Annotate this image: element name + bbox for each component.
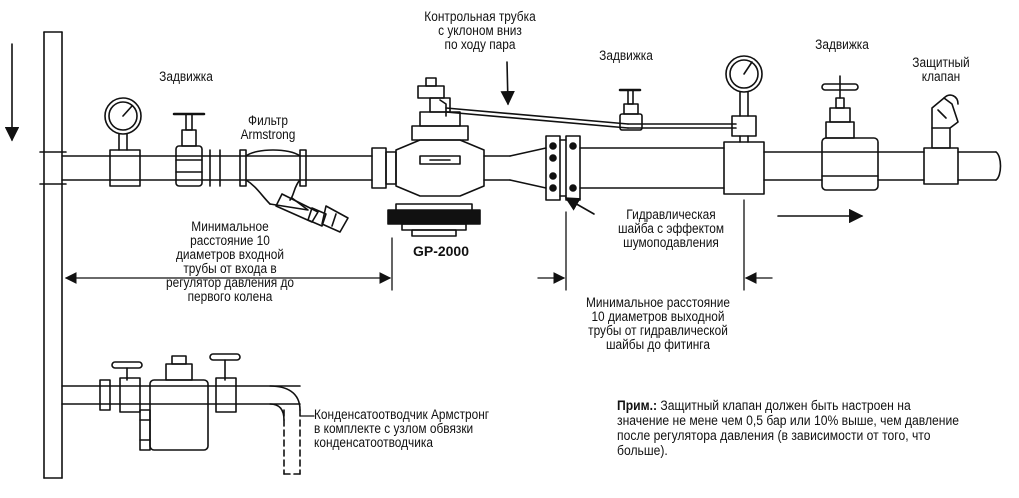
- regulator-model-label: GP-2000: [412, 243, 470, 259]
- control-tube-label: Контрольная трубка с уклоном вниз по ход…: [424, 9, 536, 52]
- valve-right-label: Задвижка: [815, 37, 869, 52]
- outlet-pipe: [579, 141, 1002, 195]
- pressure-gauge-left-icon: [104, 97, 142, 151]
- main-horizontal-pipe: [61, 149, 373, 187]
- note-prefix: Прим.:: [617, 398, 658, 413]
- y-strainer-filter-icon: [239, 149, 349, 233]
- safety-valve-note: Прим.: Защитный клапан должен быть настр…: [617, 398, 964, 458]
- min-distance-outlet-label: Минимальное расстояние 10 диаметров выхо…: [586, 295, 730, 352]
- valve-left-label: Задвижка: [159, 69, 213, 84]
- hydraulic-washer-label: Гидравлическая шайба с эффектом шумопода…: [617, 207, 725, 250]
- pressure-regulator-gp2000-icon: [371, 77, 547, 237]
- gate-valve-middle-icon: [618, 88, 643, 131]
- valve-middle-label: Задвижка: [599, 48, 653, 63]
- steam-trap-label: Конденсатоотводчик Армстронг в комплекте…: [314, 407, 490, 450]
- gate-valve-right-icon: [821, 75, 879, 191]
- safety-valve-label: Защитный клапан: [912, 55, 970, 84]
- pressure-gauge-right-icon: [725, 55, 763, 143]
- gate-valve-left-icon: [172, 112, 206, 187]
- dimension-inlet: [64, 237, 393, 291]
- vertical-main-pipe: [39, 31, 67, 479]
- dimension-outlet: [537, 199, 773, 291]
- min-distance-inlet-label: Минимальное расстояние 10 диаметров вход…: [165, 219, 295, 304]
- note-text: Защитный клапан должен быть настроен на …: [617, 398, 960, 458]
- steam-trap-assembly-icon: [61, 353, 315, 475]
- safety-valve-icon: [931, 94, 959, 149]
- hydraulic-washer-flange-icon: [545, 135, 595, 215]
- control-sense-tube: [445, 61, 737, 129]
- filter-label: Фильтр Armstrong: [240, 113, 296, 142]
